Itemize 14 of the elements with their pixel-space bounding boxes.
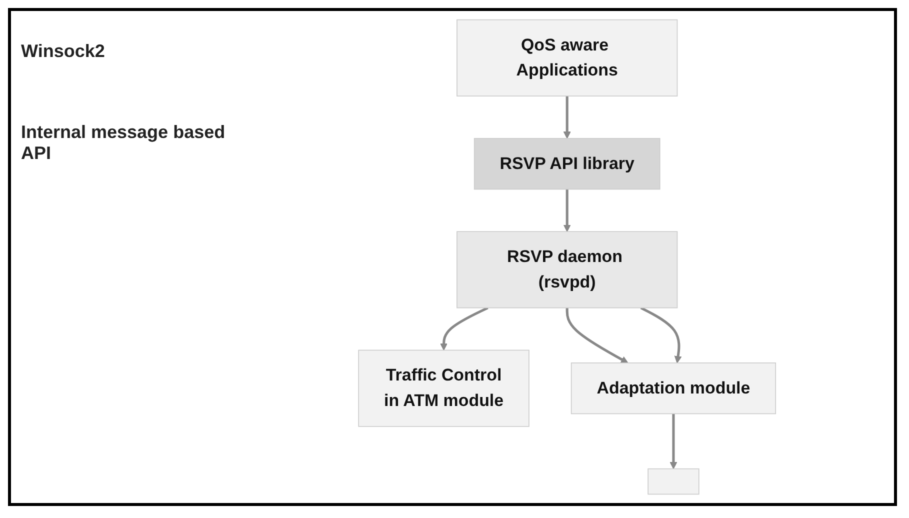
interface-label: Internal message based API	[21, 122, 226, 164]
node-box: RSVP daemon (rsvpd)	[456, 231, 678, 308]
node-box	[648, 468, 700, 495]
node-box: Traffic Control in ATM module	[358, 350, 530, 427]
node-box: QoS aware Applications	[456, 19, 678, 96]
arrow	[670, 414, 678, 470]
node-box: Adaptation module	[571, 362, 776, 414]
arrow	[564, 189, 572, 232]
arrow	[566, 308, 629, 364]
arrow	[564, 96, 572, 139]
node-box: RSVP API library	[474, 138, 661, 190]
interface-label: Winsock2	[21, 41, 106, 62]
arrow	[640, 306, 682, 364]
arrow	[440, 306, 489, 351]
